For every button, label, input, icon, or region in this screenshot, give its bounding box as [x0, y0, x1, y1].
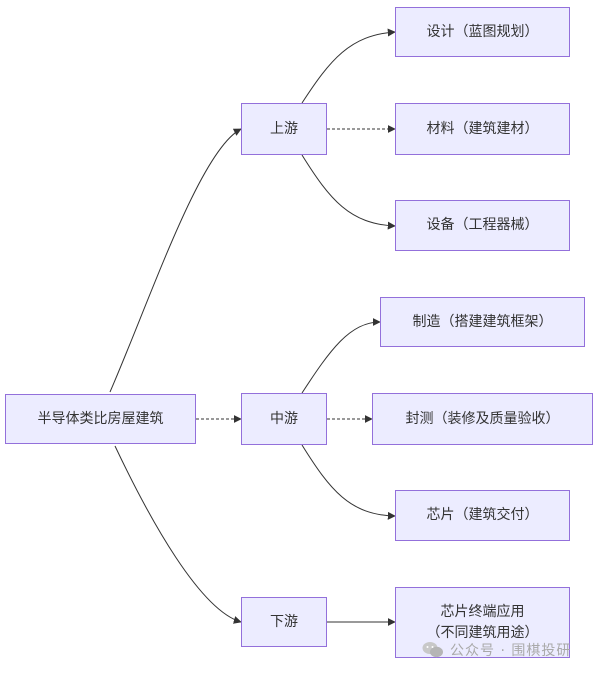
downstream-node: 下游 — [241, 597, 327, 647]
watermark-text: 公众号 · 围棋投研 — [450, 643, 572, 659]
midstream-node: 中游 — [241, 393, 327, 445]
edge-upstream-equipment — [301, 154, 396, 230]
root-node: 半导体类比房屋建筑 — [5, 394, 196, 444]
materials-node: 材料（建筑建材） — [395, 103, 570, 155]
end-application-line2: （不同建筑用途） — [426, 624, 539, 641]
edge-root-downstream — [114, 445, 242, 624]
packaging-testing-node: 封测（装修及质量验收） — [372, 393, 593, 445]
edge-upstream-design — [301, 28, 396, 104]
wechat-icon — [422, 642, 443, 658]
edge-root-upstream — [109, 128, 242, 393]
end-application-node: 芯片终端应用 （不同建筑用途） — [395, 587, 570, 658]
manufacturing-node: 制造（搭建建筑框架） — [380, 297, 585, 347]
edge-midstream-chip — [301, 444, 396, 520]
upstream-node: 上游 — [241, 103, 327, 155]
chip-delivery-node: 芯片（建筑交付） — [395, 490, 570, 541]
watermark: 公众号 · 围棋投研 — [422, 640, 571, 660]
end-application-line1: 芯片终端应用 — [440, 603, 525, 620]
design-node: 设计（蓝图规划） — [395, 7, 570, 57]
edge-midstream-manufacturing — [301, 318, 381, 394]
equipment-node: 设备（工程器械） — [395, 200, 570, 251]
